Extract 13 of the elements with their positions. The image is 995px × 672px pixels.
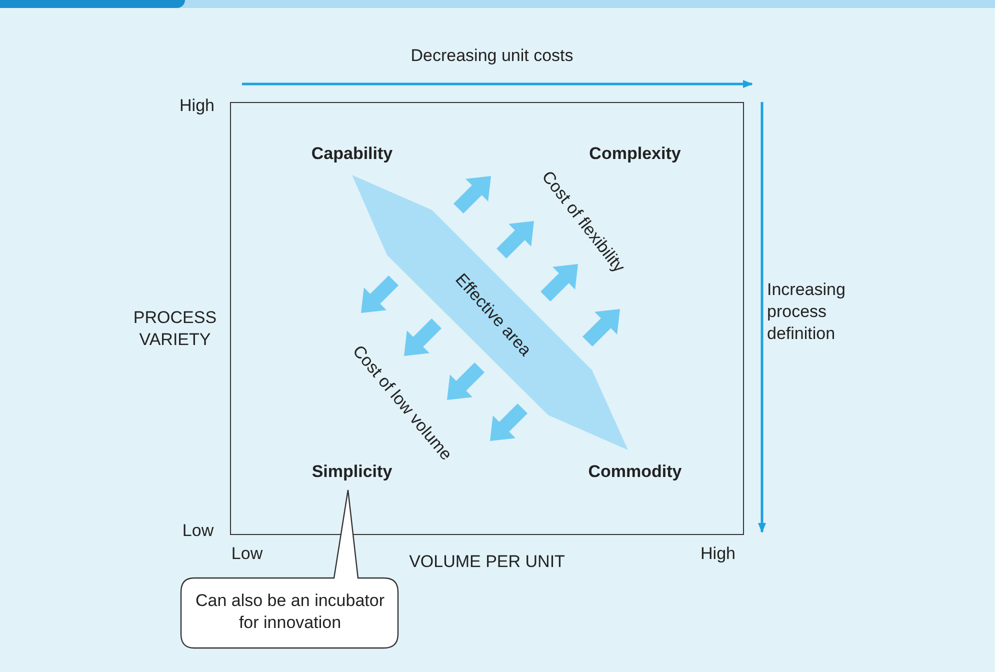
quadrant-label: Complexity xyxy=(589,143,681,165)
axis-title: Increasing process definition xyxy=(767,279,846,345)
callout-text: Can also be an incubator for innovation xyxy=(194,590,386,634)
axis-title: VOLUME PER UNIT xyxy=(409,551,565,573)
axis-tick-label: Low xyxy=(231,543,263,565)
axis-tick-label: High xyxy=(180,95,214,117)
quadrant-label: Capability xyxy=(311,143,393,165)
axis-title: Decreasing unit costs xyxy=(410,45,574,67)
quadrant-label: Simplicity xyxy=(312,461,392,483)
axis-tick-label: High xyxy=(700,543,736,565)
quadrant-label: Commodity xyxy=(588,461,682,483)
axis-tick-label: Low xyxy=(182,520,214,542)
axis-title: PROCESS VARIETY xyxy=(132,307,218,351)
